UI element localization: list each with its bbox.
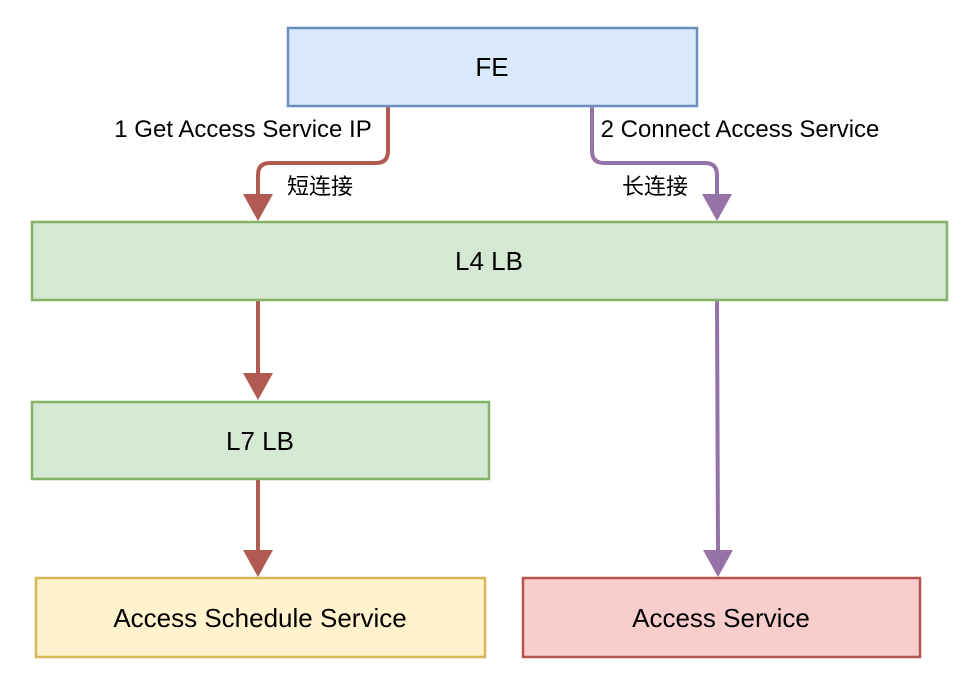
edge-l4lb-to-access-arrowhead-icon xyxy=(703,550,733,577)
edge-fe-to-l4lb-short-arrowhead-icon xyxy=(243,194,273,221)
edge-fe-to-l4lb-short-label: 1 Get Access Service IP xyxy=(114,116,371,143)
node-fe: FE xyxy=(286,26,699,108)
node-access-service: Access Service xyxy=(521,576,922,659)
fe-label: FE xyxy=(475,52,508,82)
edge-fe-to-l4lb-short-line xyxy=(256,106,390,196)
edge-fe-to-l4lb-long-label: 2 Connect Access Service xyxy=(601,116,880,143)
edge-fe-to-l4lb-long-sublabel: 长连接 xyxy=(622,174,688,199)
l4-lb-label: L4 LB xyxy=(455,246,523,276)
edge-fe-to-l4lb-long-line xyxy=(590,106,719,196)
node-l7-lb: L7 LB xyxy=(30,400,491,481)
edge-fe-to-l4lb-short-sublabel: 短连接 xyxy=(287,174,353,199)
edge-fe-to-l4lb-long: 2 Connect Access Service 长连接 xyxy=(590,106,880,221)
edge-fe-to-l4lb-long-arrowhead-icon xyxy=(702,194,732,221)
edge-l7lb-to-schedule-arrowhead-icon xyxy=(243,550,273,577)
edge-fe-to-l4lb-short: 1 Get Access Service IP 短连接 xyxy=(114,106,390,221)
l7-lb-box xyxy=(30,400,491,481)
access-service-box xyxy=(521,576,922,659)
edge-l4lb-to-l7lb xyxy=(243,300,273,400)
node-l4-lb: L4 LB xyxy=(30,220,949,302)
edge-l4lb-to-access xyxy=(703,299,733,577)
l7-lb-label: L7 LB xyxy=(226,426,294,456)
access-service-label: Access Service xyxy=(632,603,810,633)
node-access-schedule-service: Access Schedule Service xyxy=(34,576,487,659)
l4-lb-box xyxy=(30,220,949,302)
edge-l7lb-to-schedule xyxy=(243,479,273,577)
fe-box xyxy=(286,26,699,108)
access-schedule-service-box xyxy=(34,576,487,659)
edge-l4lb-to-l7lb-arrowhead-icon xyxy=(243,373,273,400)
edge-l4lb-to-access-line xyxy=(715,299,720,551)
access-schedule-service-label: Access Schedule Service xyxy=(113,603,406,633)
